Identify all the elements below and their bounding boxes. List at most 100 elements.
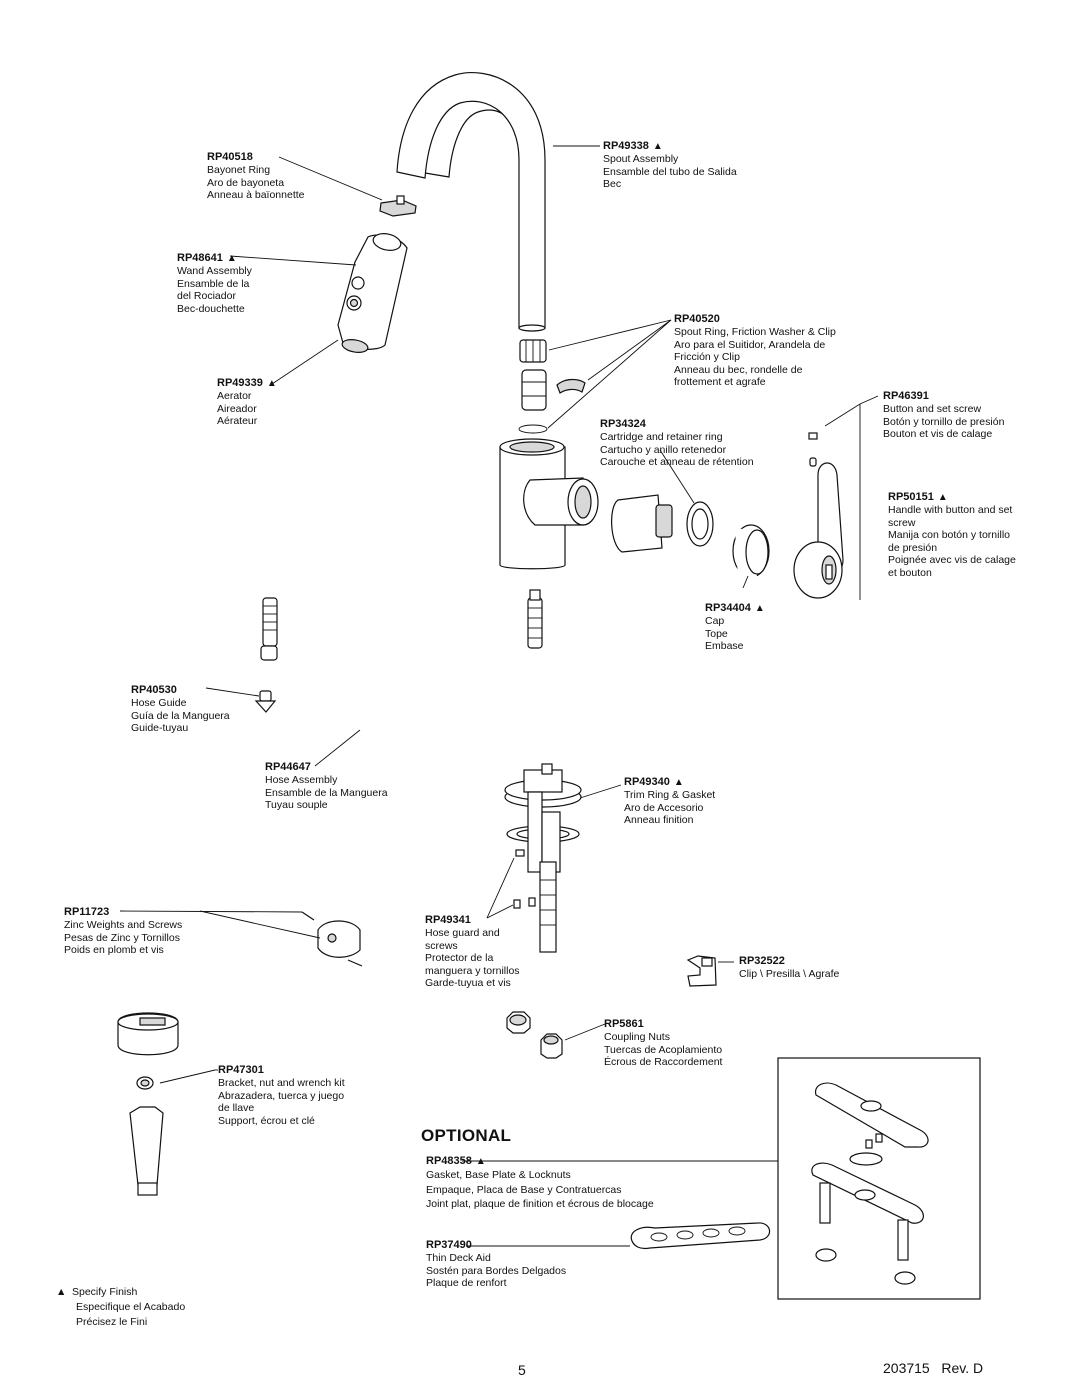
part-desc-en: Hose guard and [425, 927, 500, 939]
part-desc-en-2: screw [888, 516, 916, 529]
part-desc-fr-2: et bouton [888, 566, 932, 579]
part-desc-en: Bayonet Ring [207, 164, 271, 176]
part-number: RP47301 [218, 1064, 264, 1076]
part-desc-fr: Poids en plomb et vis [64, 944, 164, 956]
part-desc-es: Aro para el Suitidor, Arandela de [674, 338, 826, 351]
part-desc-es: Cartucho y anillo retenedor [600, 443, 727, 456]
finish-marker: ▲ [937, 492, 948, 503]
legend-line-fr: Précisez le Fini [76, 1316, 148, 1328]
part-desc-en: Zinc Weights and Screws [64, 919, 183, 931]
optional-parts-box [777, 1057, 981, 1300]
part-number: RP11723 [64, 906, 110, 918]
part-desc-en-2: screws [425, 939, 458, 952]
part-desc-en: Bracket, nut and wrench kit [218, 1077, 345, 1089]
part-desc-en: Thin Deck Aid [426, 1252, 491, 1264]
document-revision: 203715 Rev. D [883, 1360, 984, 1376]
part-desc-es: Manija con botón y tornillo [888, 529, 1010, 541]
part-number: RP40530 [131, 684, 177, 696]
part-label-rp34404: RP34404▲ Cap Tope Embase [705, 602, 765, 653]
part-desc-fr: Aérateur [217, 415, 258, 427]
part-label-rp48358: RP48358▲ Gasket, Base Plate & Locknuts E… [426, 1155, 654, 1212]
part-number: RP50151 [888, 491, 934, 503]
finish-marker: ▲ [652, 141, 663, 152]
part-desc-es: Aro de Accesorio [624, 801, 704, 814]
faucet-body-drawing [499, 438, 599, 570]
part-desc-en: Wand Assembly [177, 265, 252, 277]
part-desc-fr: Écrous de Raccordement [604, 1056, 723, 1068]
part-desc-es: Botón y tornillo de presión [883, 415, 1005, 428]
part-desc-fr: Poignée avec vis de calage [888, 554, 1016, 566]
coupling-nuts-drawing [506, 1011, 563, 1059]
clip-drawing [686, 955, 717, 987]
part-desc-en: Gasket, Base Plate & Locknuts [426, 1169, 571, 1181]
bracket-nut-wrench-drawing [117, 1012, 179, 1196]
part-desc-fr-2: frottement et agrafe [674, 376, 766, 388]
part-label-rp46391: RP46391 Button and set screw Botón y tor… [883, 390, 1004, 441]
part-number: RP49340 [624, 776, 670, 788]
hose-guide-drawing [254, 690, 277, 713]
handle-drawing [793, 432, 844, 599]
part-desc-en: Button and set screw [883, 403, 982, 415]
part-number: RP40518 [207, 151, 253, 163]
part-desc-es: Aro de bayoneta [207, 176, 285, 189]
part-label-rp49339: RP49339▲ Aerator Aireador Aérateur [217, 377, 277, 428]
part-desc-es-2: de presión [888, 541, 938, 554]
part-number: RP37490 [426, 1239, 472, 1251]
part-number: RP5861 [604, 1018, 644, 1030]
part-label-rp32522: RP32522 Clip \ Presilla \ Agrafe [739, 955, 839, 981]
part-desc-es: Aireador [217, 402, 257, 415]
bayonet-ring-drawing [379, 195, 417, 217]
part-label-rp49341: RP49341 Hose guard and screws Protector … [425, 914, 520, 990]
part-number: RP48641 [177, 252, 223, 264]
part-desc-es: Tuercas de Acoplamiento [604, 1043, 723, 1056]
part-label-rp49338: RP49338▲ Spout Assembly Ensamble del tub… [603, 140, 737, 191]
hose-assembly-drawing [260, 502, 543, 762]
part-desc-fr: Anneau du bec, rondelle de [674, 363, 803, 376]
part-desc-es: Ensamble de la [177, 277, 250, 290]
part-label-rp37490: RP37490 Thin Deck Aid Sostén para Bordes… [426, 1239, 566, 1290]
finish-marker: ▲ [475, 1156, 486, 1167]
part-desc-fr: Embase [705, 640, 744, 652]
part-number: RP34404 [705, 602, 751, 614]
part-label-rp48641: RP48641▲ Wand Assembly Ensamble de la de… [177, 252, 252, 315]
part-label-rp40518: RP40518 Bayonet Ring Aro de bayoneta Ann… [207, 151, 305, 202]
spout-ring-stack-drawing [518, 339, 586, 434]
part-desc-es: Empaque, Placa de Base y Contratuercas [426, 1183, 622, 1196]
part-label-rp40530: RP40530 Hose Guide Guía de la Manguera G… [131, 684, 230, 735]
part-desc-fr: Support, écrou et clé [218, 1114, 315, 1127]
part-number: RP46391 [883, 390, 929, 402]
part-label-rp11723: RP11723 Zinc Weights and Screws Pesas de… [64, 906, 182, 957]
part-desc-fr: Bec [603, 178, 622, 190]
spout-assembly-drawing [396, 72, 546, 332]
part-desc-en: Cartridge and retainer ring [600, 431, 723, 443]
finish-marker: ▲ [226, 253, 237, 264]
part-number: RP49338 [603, 140, 649, 152]
trim-ring-shank-drawing [504, 763, 582, 953]
part-desc-fr: Garde-tuyua et vis [425, 977, 511, 989]
part-desc-es: Tope [705, 627, 728, 640]
zinc-weight-drawing [301, 911, 363, 967]
part-desc-en: Coupling Nuts [604, 1031, 670, 1043]
finish-marker: ▲ [754, 603, 765, 614]
part-desc-es: Protector de la [425, 952, 494, 964]
part-desc-fr: Bec-douchette [177, 302, 245, 315]
part-desc-fr: Joint plat, plaque de finition et écrous… [426, 1198, 654, 1210]
part-label-rp5861: RP5861 Coupling Nuts Tuercas de Acoplami… [604, 1018, 722, 1069]
part-number: RP34324 [600, 418, 646, 430]
finish-marker-icon: ▲ [56, 1286, 67, 1298]
part-label-rp44647: RP44647 Hose Assembly Ensamble de la Man… [265, 761, 388, 812]
part-desc-es-2: manguera y tornillos [425, 964, 520, 977]
part-number: RP40520 [674, 313, 720, 325]
part-desc-es: Pesas de Zinc y Tornillos [64, 931, 180, 944]
cartridge-drawing [611, 494, 770, 578]
base-plate-drawing [811, 1082, 929, 1285]
part-desc-en: Trim Ring & Gasket [624, 789, 716, 801]
wand-assembly-drawing [337, 233, 408, 353]
part-desc-fr: Anneau à baïonnette [207, 189, 305, 201]
thin-deck-aid-drawing [630, 1222, 771, 1250]
legend-line-en: Specify Finish [72, 1286, 138, 1298]
finish-marker: ▲ [673, 777, 684, 788]
page-number: 5 [518, 1362, 526, 1378]
optional-heading: OPTIONAL [421, 1126, 512, 1145]
